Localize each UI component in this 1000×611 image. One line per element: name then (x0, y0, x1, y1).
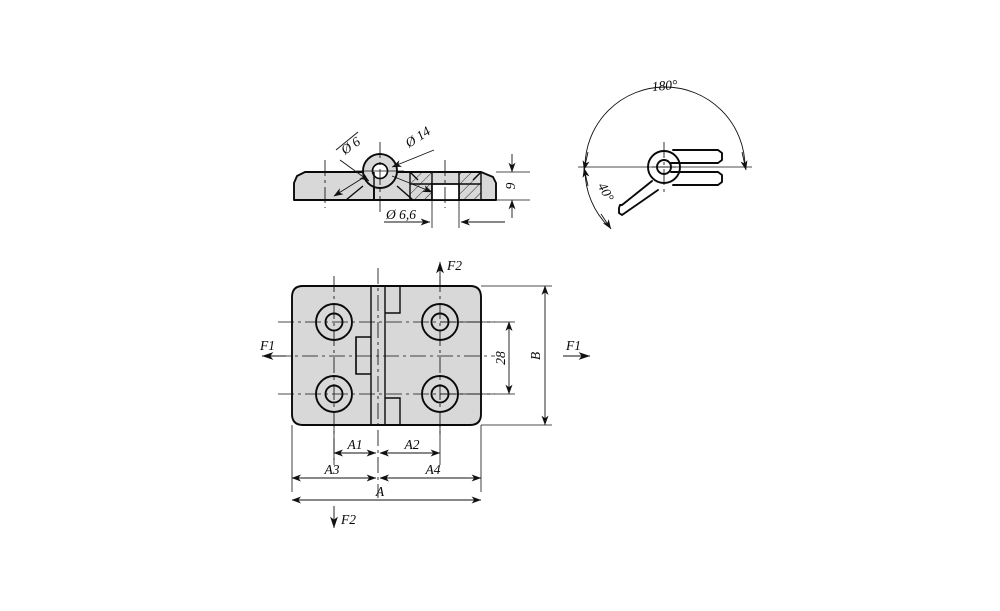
label-dim-a: A (375, 484, 385, 499)
swing-angle-view: 180° 40° (578, 77, 752, 230)
swing-arc-40-arrow-bottom (600, 213, 612, 230)
plan-knuckle-notch-right-top (385, 286, 401, 314)
side-leader-boss-14b (391, 175, 433, 193)
label-force-f2-bottom: F2 (340, 512, 356, 527)
label-force-f1-right: F1 (565, 338, 581, 353)
side-section-hatch-left (410, 172, 432, 200)
side-leader-bore-6-tail (335, 131, 359, 151)
side-leader-boss-14 (391, 149, 435, 168)
label-dim-28: 28 (493, 351, 508, 365)
label-force-f1-left: F1 (259, 338, 275, 353)
label-dim-b: B (528, 352, 543, 360)
swing-movable-leaf (618, 180, 659, 216)
side-left-taper (345, 185, 364, 201)
label-angle-180: 180° (651, 77, 678, 94)
plan-knuckle-notch-right-bottom (385, 397, 401, 425)
label-dim-a4: A4 (425, 462, 441, 477)
side-section-hatch-right (459, 172, 481, 200)
label-dim-a1: A1 (347, 437, 363, 452)
label-force-f2-top: F2 (446, 258, 462, 273)
label-thickness-9: 9 (503, 182, 518, 189)
label-diameter-6: Ø 6 (337, 134, 363, 158)
label-diameter-6-6: Ø 6,6 (385, 207, 416, 222)
swing-arc-40-arrow-top (582, 167, 590, 187)
swing-arc-180 (584, 86, 746, 168)
plan-plate-outline (291, 285, 482, 426)
swing-fixed-leaf-upper (670, 149, 723, 164)
label-diameter-14: Ø 14 (402, 123, 434, 151)
side-elevation-view: Ø 6 Ø 14 Ø 6,6 9 (293, 123, 530, 228)
side-through-hole-section (431, 183, 460, 201)
label-angle-40: 40° (595, 180, 617, 204)
label-dim-a3: A3 (324, 462, 340, 477)
swing-fixed-leaf-lower (670, 171, 723, 186)
side-leader-bore-6b (333, 175, 367, 197)
plan-front-view: F2 F2 F1 F1 28 B A1 A2 A3 A4 (259, 258, 591, 529)
label-dim-a2: A2 (404, 437, 420, 452)
